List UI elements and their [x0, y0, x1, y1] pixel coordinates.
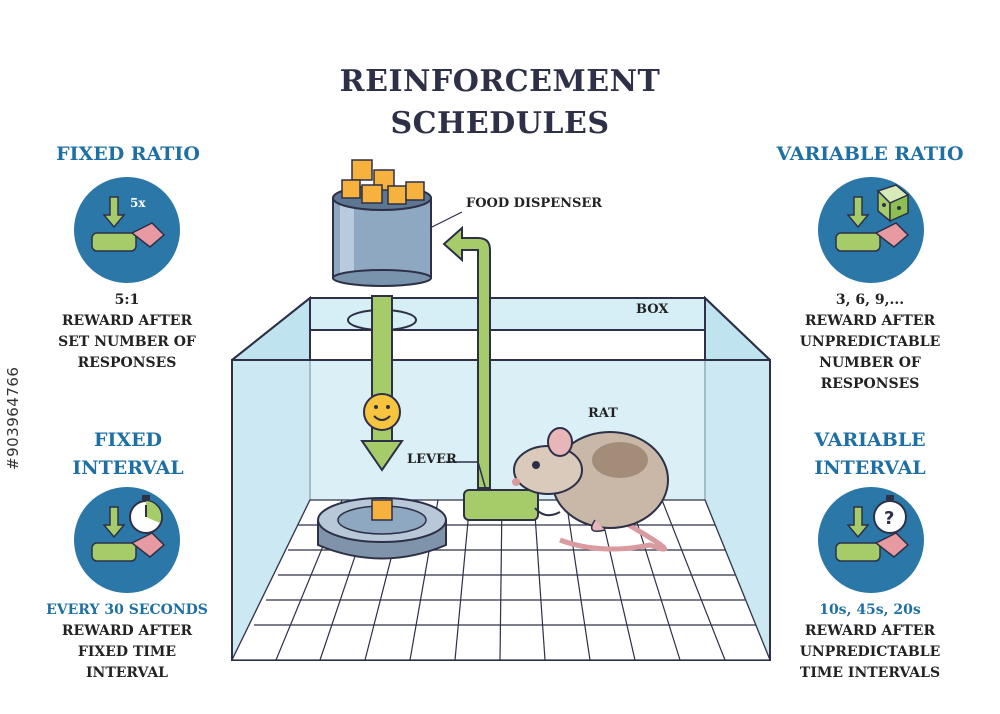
- fixed-ratio-desc2: SET NUMBER OF: [58, 334, 196, 350]
- fixed-ratio-value: 5:1: [114, 292, 140, 308]
- fixed-interval-desc1: REWARD AFTER: [61, 623, 193, 639]
- variable-ratio-desc4: RESPONSES: [820, 376, 920, 392]
- fixed-interval-desc: EVERY 30 SECONDS REWARD AFTER FIXED TIME…: [12, 600, 242, 684]
- food-tray: [317, 497, 447, 560]
- variable-ratio-desc1: REWARD AFTER: [804, 313, 936, 329]
- fixed-interval-title1: FIXED: [93, 429, 163, 451]
- lever-signal-arrow: [442, 225, 491, 489]
- variable-interval-value: 10s, 45s, 20s: [819, 602, 921, 618]
- food-cubes: [341, 159, 425, 205]
- variable-ratio-icon: [818, 177, 924, 283]
- variable-interval-title2: INTERVAL: [814, 457, 926, 479]
- food-dispenser: [332, 159, 432, 287]
- rat: [512, 427, 669, 552]
- smiley-icon: [363, 393, 401, 431]
- variable-interval-desc2: UNPREDICTABLE: [799, 644, 941, 660]
- fixed-ratio-desc3: RESPONSES: [77, 355, 177, 371]
- variable-ratio-desc2: UNPREDICTABLE: [799, 334, 941, 350]
- fixed-interval-desc3: INTERVAL: [85, 665, 169, 681]
- variable-interval-desc1: REWARD AFTER: [804, 623, 936, 639]
- variable-interval-desc3: TIME INTERVALS: [799, 665, 941, 681]
- fixed-interval-title: FIXED INTERVAL: [18, 426, 238, 482]
- floor-grid: [231, 499, 771, 661]
- fixed-ratio-icon-text: 5x: [130, 196, 146, 210]
- fixed-ratio-icon: 5x: [74, 177, 180, 283]
- fixed-interval-icon: [74, 487, 180, 593]
- variable-ratio-desc: 3, 6, 9,... REWARD AFTER UNPREDICTABLE N…: [755, 290, 985, 395]
- box-label: BOX: [636, 302, 669, 317]
- fixed-interval-title2: INTERVAL: [72, 457, 184, 479]
- page-title-line2: SCHEDULES: [390, 106, 610, 141]
- question-clock-icon: ?: [873, 495, 907, 534]
- dice-icon: [876, 184, 910, 223]
- variable-interval-title1: VARIABLE: [814, 429, 926, 451]
- image-id-watermark: #903964766: [4, 366, 22, 470]
- variable-ratio-value: 3, 6, 9,...: [835, 292, 905, 308]
- timer-icon: [129, 495, 163, 534]
- variable-interval-title: VARIABLE INTERVAL: [760, 426, 980, 482]
- variable-ratio-desc3: NUMBER OF: [819, 355, 921, 371]
- fixed-ratio-title: FIXED RATIO: [56, 143, 200, 165]
- variable-ratio-title: VARIABLE RATIO: [776, 143, 964, 165]
- food-dispenser-label: FOOD DISPENSER: [466, 196, 603, 211]
- lever-label: LEVER: [407, 452, 457, 467]
- fixed-interval-desc2: FIXED TIME: [77, 644, 177, 660]
- fixed-interval-value: EVERY 30 SECONDS: [46, 602, 208, 618]
- fixed-ratio-desc1: REWARD AFTER: [61, 313, 193, 329]
- rat-label: RAT: [588, 406, 618, 421]
- fixed-ratio-desc: 5:1 REWARD AFTER SET NUMBER OF RESPONSES: [12, 290, 242, 374]
- svg-text:?: ?: [884, 508, 894, 529]
- lever: [446, 461, 539, 521]
- variable-interval-icon: ?: [818, 487, 924, 593]
- page-title-line1: REINFORCEMENT: [339, 64, 661, 99]
- variable-interval-desc: 10s, 45s, 20s REWARD AFTER UNPREDICTABLE…: [755, 600, 985, 684]
